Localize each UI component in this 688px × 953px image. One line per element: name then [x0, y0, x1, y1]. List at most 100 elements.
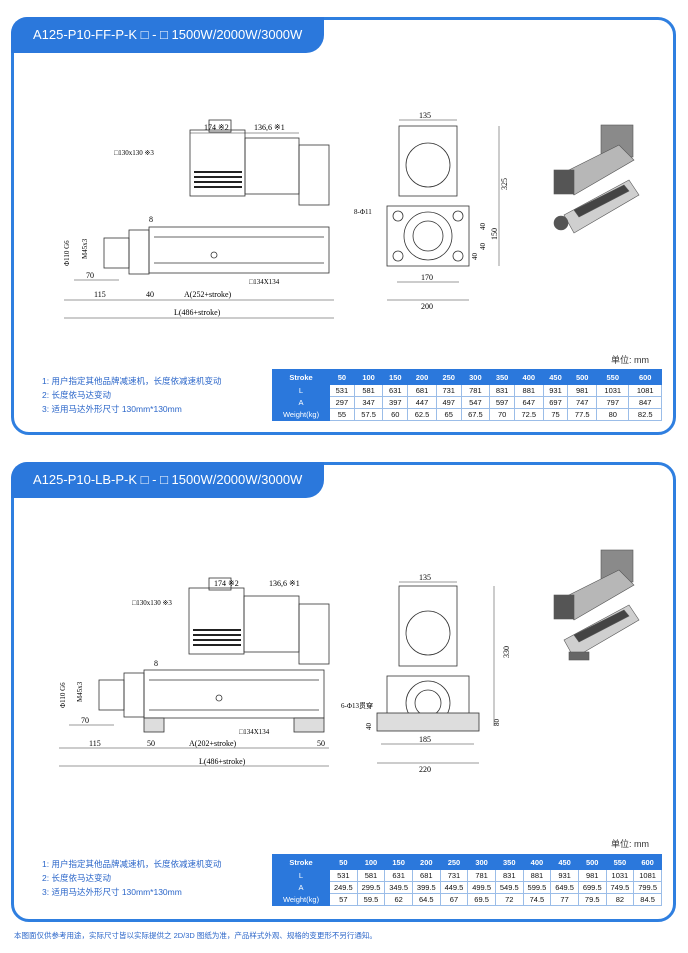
- dim-8: 8: [149, 215, 153, 224]
- dim-40a: 40: [479, 223, 487, 231]
- table-cell: 69.5: [467, 893, 496, 906]
- table-cell: 749.5: [605, 881, 635, 894]
- table-cell: 881: [522, 869, 552, 882]
- dim-330: 330: [502, 646, 511, 658]
- table-cell: 547: [460, 396, 491, 409]
- header-cell: 100: [353, 369, 384, 385]
- table-cell: 631: [382, 384, 409, 397]
- table-cell: 581: [356, 869, 386, 882]
- table-cell: 347: [353, 396, 384, 409]
- dim-40c: 40: [471, 253, 479, 261]
- table-cell: 981: [567, 384, 598, 397]
- table-cell: 699.5: [577, 881, 607, 894]
- table-cell: 72: [494, 893, 524, 906]
- table-cell: 731: [439, 869, 469, 882]
- note-3: 3: 适用马达外形尺寸 130mm*130mm: [42, 404, 182, 414]
- table-cell: 62.5: [407, 408, 437, 421]
- product-panel-lb: A125-P10-LB-P-K □ - □ 1500W/2000W/3000W …: [11, 462, 676, 922]
- table-cell: 499.5: [467, 881, 496, 894]
- header-cell: 50: [329, 854, 358, 870]
- table-cell: 297: [329, 396, 355, 409]
- dim-l: L(486+stroke): [199, 757, 246, 766]
- dim-136: 136,6 ※1: [269, 579, 300, 588]
- dim-115: 115: [94, 290, 106, 299]
- table-cell: 72.5: [514, 408, 544, 421]
- table-cell: 65: [435, 408, 462, 421]
- row-label: A: [272, 396, 330, 409]
- dim-174: 174 ※2: [204, 123, 229, 132]
- dim-170: 170: [421, 273, 433, 282]
- table-cell: 77.5: [567, 408, 598, 421]
- table-cell: 82: [605, 893, 635, 906]
- panel-title: A125-P10-FF-P-K □ - □ 1500W/2000W/3000W: [11, 17, 325, 53]
- header-cell: 400: [522, 854, 552, 870]
- dim-136: 136,6 ※1: [254, 123, 285, 132]
- dim-174: 174 ※2: [214, 579, 239, 588]
- product-3d-image: [553, 124, 640, 234]
- table-cell: 349.5: [384, 881, 413, 894]
- dim-50a: 50: [147, 739, 155, 748]
- dim-sq134: □134X134: [239, 728, 270, 736]
- table-cell: 581: [353, 384, 384, 397]
- dim-phi110: Φ110 G6: [59, 682, 67, 708]
- dim-motor: □130x130 ※3: [132, 599, 172, 607]
- table-cell: 549.5: [494, 881, 524, 894]
- note-1: 1: 用户指定其他品牌减速机，长度依减速机变动: [42, 376, 222, 386]
- table-cell: 1031: [596, 384, 630, 397]
- dim-m45: M45x3: [81, 238, 89, 259]
- dim-115: 115: [89, 739, 101, 748]
- dim-135: 135: [419, 573, 431, 582]
- table-cell: 599.5: [522, 881, 552, 894]
- table-cell: 397: [382, 396, 409, 409]
- dim-80: 80: [493, 719, 501, 727]
- table-cell: 697: [542, 396, 569, 409]
- table-cell: 84.5: [633, 893, 662, 906]
- side-view-drawing: 174 ※2 136,6 ※1 □130x130 ※3 8 Φ110 G6 M4…: [63, 119, 334, 319]
- panel-title: A125-P10-LB-P-K □ - □ 1500W/2000W/3000W: [11, 462, 325, 498]
- table-cell: 64.5: [411, 893, 441, 906]
- table-cell: 82.5: [628, 408, 662, 421]
- table-cell: 447: [407, 396, 437, 409]
- footer-disclaimer: 本图面仅供参考用途，实际尺寸皆以实际提供之 2D/3D 图纸为准，产品样式外观、…: [14, 931, 377, 940]
- dim-40: 40: [146, 290, 154, 299]
- notes: 1: 用户指定其他品牌减速机，长度依减速机变动 2: 长度依马达变动 3: 适用…: [42, 857, 221, 899]
- note-2: 2: 长度依马达变动: [42, 390, 111, 400]
- dim-220: 220: [419, 765, 431, 774]
- row-label: A: [272, 881, 330, 894]
- table-cell: 831: [489, 384, 515, 397]
- header-stroke: Stroke: [272, 369, 330, 385]
- dim-325: 325: [500, 178, 509, 190]
- header-cell: 450: [542, 369, 569, 385]
- header-cell: 400: [514, 369, 544, 385]
- table-cell: 55: [329, 408, 355, 421]
- table-cell: 59.5: [356, 893, 386, 906]
- header-cell: 550: [596, 369, 630, 385]
- header-cell: 450: [550, 854, 579, 870]
- table-cell: 75: [542, 408, 569, 421]
- dim-a: A(202+stroke): [189, 739, 237, 748]
- header-cell: 50: [329, 369, 355, 385]
- table-cell: 249.5: [329, 881, 358, 894]
- header-cell: 350: [489, 369, 515, 385]
- table-cell: 931: [550, 869, 579, 882]
- header-cell: 300: [460, 369, 491, 385]
- table-cell: 67: [439, 893, 469, 906]
- header-cell: 550: [605, 854, 635, 870]
- dim-m45: M45x3: [76, 681, 84, 702]
- header-cell: 100: [356, 854, 386, 870]
- header-cell: 250: [435, 369, 462, 385]
- table-cell: 731: [435, 384, 462, 397]
- table-cell: 681: [411, 869, 441, 882]
- table-cell: 70: [489, 408, 515, 421]
- dim-holes: 6-Φ13贯穿: [341, 701, 373, 710]
- table-cell: 931: [542, 384, 569, 397]
- note-3: 3: 适用马达外形尺寸 130mm*130mm: [42, 887, 182, 897]
- table-cell: 77: [550, 893, 579, 906]
- table-cell: 449.5: [439, 881, 469, 894]
- unit-label: 单位: mm: [611, 839, 649, 849]
